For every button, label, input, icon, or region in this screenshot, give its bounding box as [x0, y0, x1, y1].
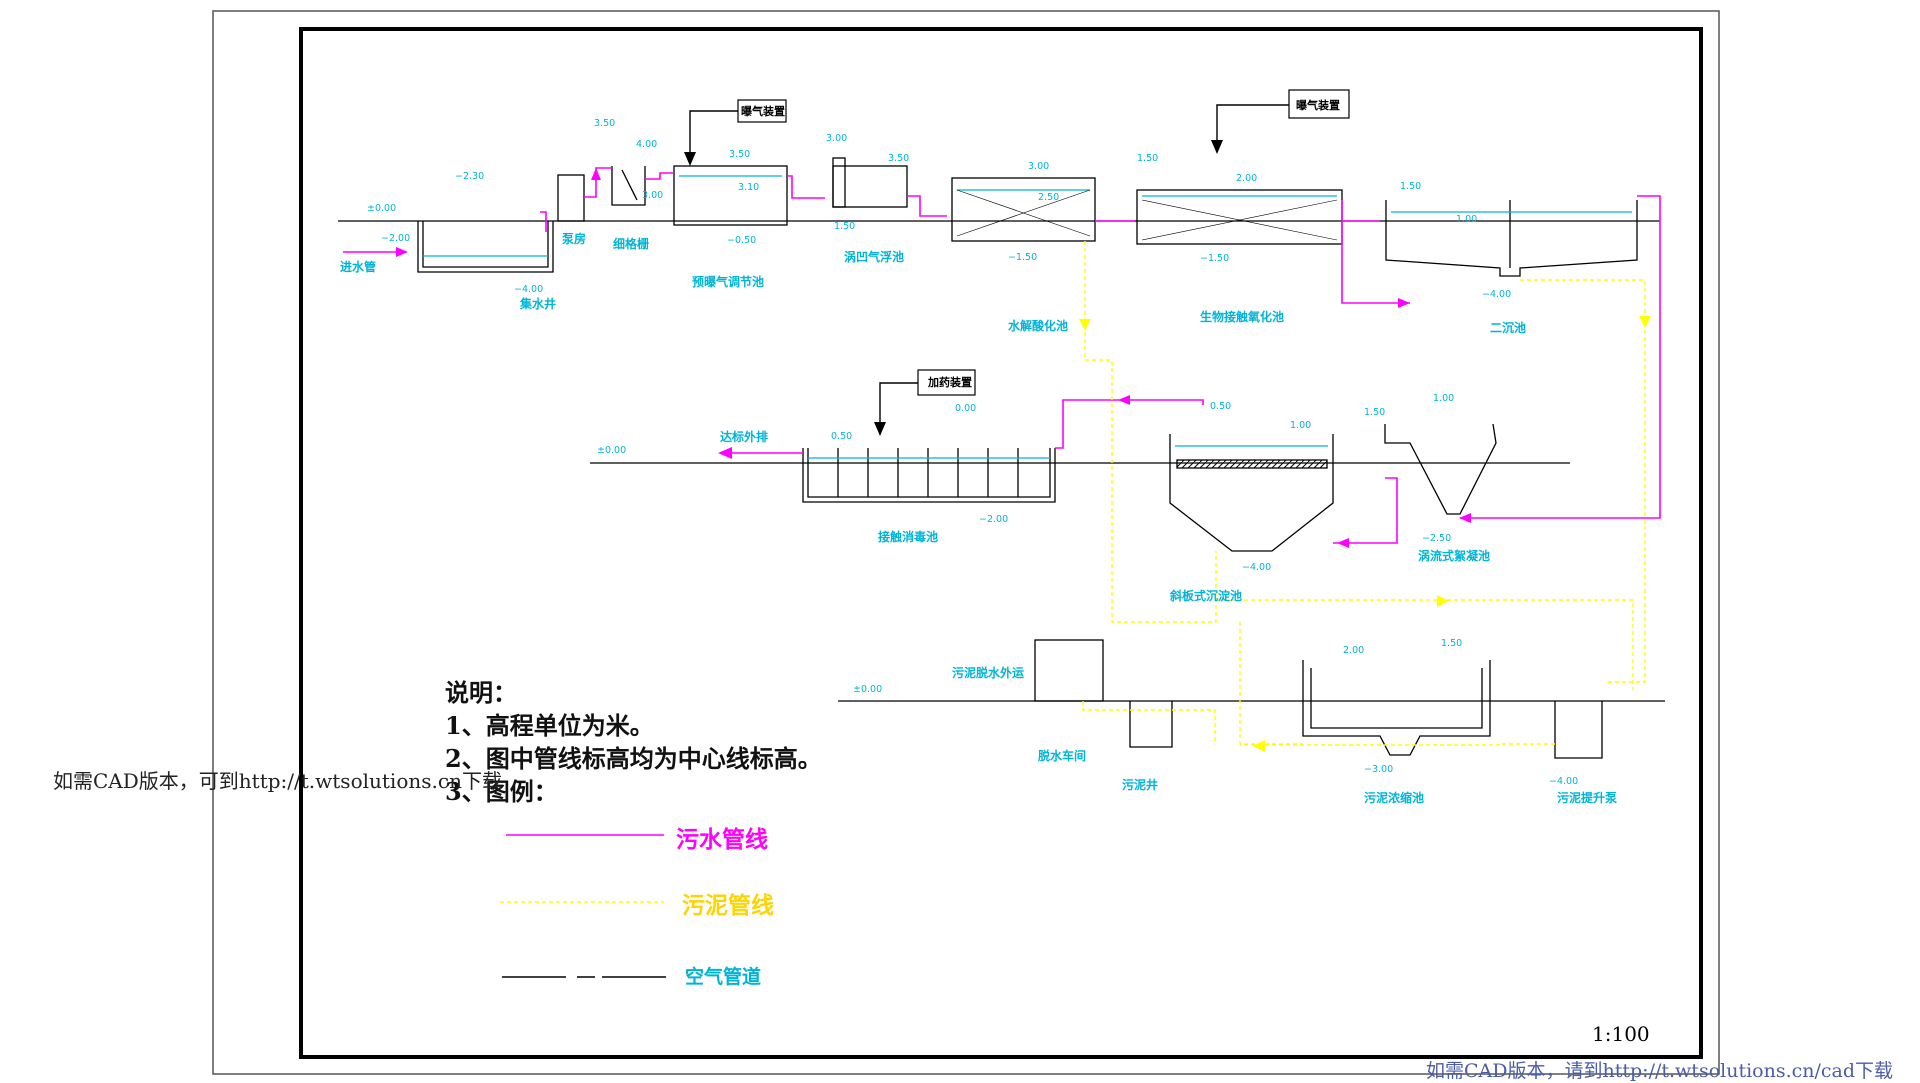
svg-text:−4.00: −4.00 [1482, 289, 1511, 300]
svg-text:0.50: 0.50 [1210, 401, 1231, 412]
watermark-left: 如需CAD版本，可到http://t.wtsolutions.cn下载 [53, 769, 502, 793]
notes-title: 说明： [445, 678, 517, 707]
svg-text:−4.00: −4.00 [514, 284, 543, 295]
svg-text:2.00: 2.00 [1343, 645, 1364, 656]
svg-text:1.50: 1.50 [834, 221, 855, 232]
pump-house [557, 174, 585, 222]
label-dewater: 脱水车间 [1038, 748, 1086, 763]
label-pump: 泵房 [562, 231, 586, 246]
label-air-float: 涡凹气浮池 [844, 249, 904, 264]
sludge-well [1129, 701, 1173, 748]
label-sump: 集水井 [519, 296, 556, 311]
svg-text:0.50: 0.50 [831, 431, 852, 442]
svg-text:−2.50: −2.50 [1422, 533, 1451, 544]
svg-text:−3.00: −3.00 [1364, 764, 1393, 775]
secondary-clarifier [1385, 200, 1638, 277]
svg-text:3.50: 3.50 [594, 118, 615, 129]
svg-text:±0.00: ±0.00 [367, 203, 396, 214]
label-inclined: 斜板式沉淀池 [1169, 588, 1242, 603]
inclined-settler [1169, 434, 1334, 552]
svg-text:4.00: 4.00 [636, 139, 657, 150]
svg-text:3.50: 3.50 [888, 153, 909, 164]
sheet-inner-frame [299, 27, 1703, 1059]
label-screen: 细格栅 [613, 236, 649, 251]
svg-text:1.50: 1.50 [1441, 638, 1462, 649]
label-sludge-pump: 污泥提升泵 [1557, 790, 1617, 805]
label-thickener: 污泥浓缩池 [1364, 790, 1424, 805]
svg-text:−0.50: −0.50 [727, 235, 756, 246]
sludge-flow-arrows [1079, 316, 1651, 752]
label-bio-contact: 生物接触氧化池 [1200, 309, 1284, 324]
svg-text:±0.00: ±0.00 [853, 684, 882, 695]
label-sludge-out: 污泥脱水外运 [952, 665, 1024, 680]
label-secondary: 二沉池 [1490, 320, 1526, 335]
drawing-scale: 1:100 [1592, 1022, 1650, 1046]
sump-tank [417, 221, 554, 273]
legend-sewage-label: 污水管线 [676, 826, 768, 853]
disinfection-tank [802, 448, 1056, 503]
svg-text:−2.30: −2.30 [455, 171, 484, 182]
legend-air-label: 空气管道 [685, 966, 762, 988]
sewage-flow-arrows [396, 168, 1471, 548]
svg-text:−1.50: −1.50 [1200, 253, 1229, 264]
bio-contact-tank [1136, 189, 1343, 245]
watermark-bottom[interactable]: 如需CAD版本，请到http://t.wtsolutions.cn/cad下载 [1426, 1060, 1894, 1082]
callout-dosing: 加药装置 [927, 375, 972, 389]
sludge-pipe-secondary [1520, 279, 1646, 683]
svg-text:3.10: 3.10 [738, 182, 759, 193]
notes-item-1: 1、高程单位为米。 [445, 711, 654, 740]
svg-text:2.50: 2.50 [1038, 192, 1059, 203]
svg-text:−4.00: −4.00 [1549, 776, 1578, 787]
label-pre-aeration: 预曝气调节池 [692, 274, 764, 289]
air-flotation-tank [832, 165, 908, 208]
svg-text:−2.00: −2.00 [381, 233, 410, 244]
dewatering-room [1034, 639, 1104, 702]
svg-text:1.50: 1.50 [1364, 407, 1385, 418]
svg-text:−1.50: −1.50 [1008, 252, 1037, 263]
svg-text:0.00: 0.00 [955, 403, 976, 414]
legend-sludge-label: 污泥管线 [682, 892, 774, 919]
label-sludge-well: 污泥井 [1122, 777, 1158, 792]
callout-aeration2: 曝气装置 [1296, 98, 1340, 112]
svg-text:3.00: 3.00 [1028, 161, 1049, 172]
svg-text:3.00: 3.00 [826, 133, 847, 144]
sludge-pump-well [1554, 701, 1603, 759]
callout-aeration1: 曝气装置 [741, 104, 785, 118]
svg-text:±0.00: ±0.00 [597, 445, 626, 456]
sheet-outer-border [212, 10, 1720, 1075]
label-disinfect: 接触消毒池 [878, 529, 938, 544]
sludge-pipe-hydrolysis [1084, 241, 1217, 623]
notes-item-2: 2、图中管线标高均为中心线标高。 [445, 744, 822, 773]
svg-text:1.00: 1.00 [1290, 420, 1311, 431]
callout-dosing-box [917, 369, 976, 396]
svg-text:−4.00: −4.00 [1242, 562, 1271, 573]
vortex-flocculator [1384, 423, 1497, 515]
svg-text:2.00: 2.00 [1236, 173, 1257, 184]
label-hydrolysis: 水解酸化池 [1008, 318, 1068, 333]
callout-aeration2-box [1288, 89, 1350, 119]
hydrolysis-tank [951, 177, 1096, 242]
svg-text:3.00: 3.00 [642, 190, 663, 201]
svg-text:1.50: 1.50 [1137, 153, 1158, 164]
svg-text:1.00: 1.00 [1433, 393, 1454, 404]
svg-text:−2.00: −2.00 [979, 514, 1008, 525]
pre-aeration-tank [673, 165, 788, 226]
label-inflow: 进水管 [340, 259, 376, 274]
label-vortex: 涡流式絮凝池 [1418, 548, 1490, 563]
screen-tank [611, 166, 646, 206]
svg-text:1.00: 1.00 [1456, 214, 1477, 225]
drawing-notes: 说明： 1、高程单位为米。 2、图中管线标高均为中心线标高。 3、图例： [445, 676, 822, 808]
sludge-thickener [1302, 660, 1491, 756]
notes-item-3: 3、图例： [445, 777, 558, 806]
label-outflow: 达标外排 [720, 429, 768, 444]
svg-text:1.50: 1.50 [1400, 181, 1421, 192]
svg-text:3.50: 3.50 [729, 149, 750, 160]
